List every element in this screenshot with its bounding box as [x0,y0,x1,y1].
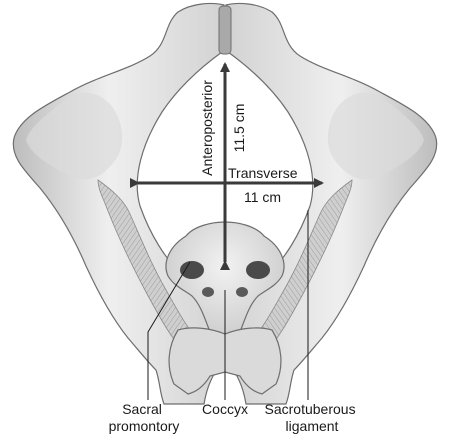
transverse-value: 11 cm [244,189,281,205]
coccyx-label: Coccyx [202,401,248,417]
anteroposterior-value: 11.5 cm [231,104,247,153]
sacral-promontory-line-1: Sacral [122,401,162,417]
sacrum [165,221,285,351]
sacrotuberous-ligament-label: Sacrotuberous ligament [265,401,360,434]
pubic-symphysis [218,5,232,55]
transverse-label: Transverse [228,165,298,181]
sacral-promontory-line-2: promontory [109,418,180,434]
sacral-promontory-label: Sacral promontory [109,401,180,434]
left-sacral-foramen [180,261,204,279]
sacrotuberous-ligament-line-2: ligament [286,418,339,434]
right-sacral-foramen [246,261,270,279]
sacrotuberous-ligament-line-1: Sacrotuberous [265,401,356,417]
left-sacral-foramen-lower [202,287,214,297]
right-iliac-fossa [327,92,424,180]
sacral-promontory-leader [147,261,191,400]
right-sacral-foramen-lower [236,287,248,297]
left-iliac-fossa [26,92,123,180]
anteroposterior-label: Anteroposterior [199,80,215,176]
